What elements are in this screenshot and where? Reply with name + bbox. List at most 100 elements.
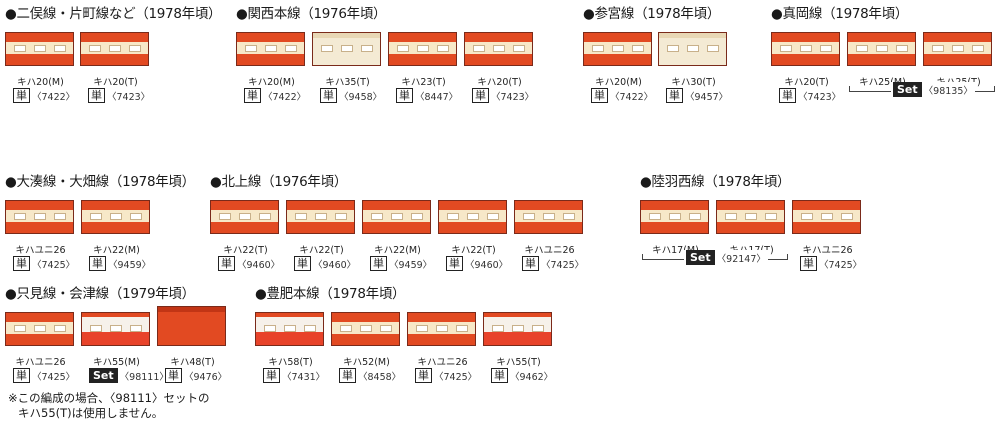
window-shape xyxy=(820,45,832,52)
window-shape xyxy=(563,213,575,220)
product-code: 〈7422〉 xyxy=(263,89,306,103)
group-title: ●大湊線・大畑線（1978年頃） xyxy=(5,170,195,190)
set-label: Set xyxy=(893,82,922,97)
car-name: キハユニ26 xyxy=(407,354,478,368)
window-shape xyxy=(821,213,833,220)
product-code: 〈7422〉 xyxy=(610,89,653,103)
train-icon xyxy=(5,200,74,234)
train-icon xyxy=(716,200,785,234)
tan-label: 単 xyxy=(396,88,413,103)
tan-label: 単 xyxy=(472,88,489,103)
tan-label: 単 xyxy=(320,88,337,103)
window-shape xyxy=(360,325,372,332)
train-icon xyxy=(483,312,552,346)
car-name: キハ55(T) xyxy=(483,354,554,368)
train-icon xyxy=(640,200,709,234)
product-code: 〈8447〉 xyxy=(415,89,458,103)
train-icon xyxy=(583,32,652,66)
car: キハ25(T) xyxy=(923,32,994,66)
window-shape xyxy=(417,45,429,52)
product-code: 〈9460〉 xyxy=(237,257,280,271)
window-shape xyxy=(397,45,409,52)
window-shape xyxy=(90,325,102,332)
window-shape xyxy=(285,45,297,52)
product-code: 〈98111〉 xyxy=(120,369,169,383)
tan-label: 単 xyxy=(522,256,539,271)
product-code: 〈7425〉 xyxy=(32,369,75,383)
window-shape xyxy=(321,45,333,52)
window-shape xyxy=(380,325,392,332)
group-kitakami: ●北上線（1976年頃） キハ22(T) 単〈9460〉 キハ22(T) 単〈9… xyxy=(210,170,595,270)
window-shape xyxy=(14,325,26,332)
window-shape xyxy=(34,325,46,332)
window-shape xyxy=(411,213,423,220)
window-shape xyxy=(447,213,459,220)
train-icon xyxy=(81,312,150,346)
car: キハ48(T) 単〈9476〉 xyxy=(157,312,228,346)
train-icon xyxy=(5,312,74,346)
single-badge: 単〈7422〉 xyxy=(13,88,75,103)
window-shape xyxy=(669,213,681,220)
train-icon xyxy=(792,200,861,234)
train-icon xyxy=(362,200,431,234)
tan-label: 単 xyxy=(89,256,106,271)
window-shape xyxy=(436,325,448,332)
window-shape xyxy=(612,45,624,52)
group-tadami: ●只見線・会津線（1979年頃） キハユニ26 単〈7425〉 キハ55(M) … xyxy=(5,282,245,382)
window-shape xyxy=(801,213,813,220)
product-code: 〈7422〉 xyxy=(32,89,75,103)
product-code: 〈9458〉 xyxy=(339,89,382,103)
tan-label: 単 xyxy=(415,368,432,383)
car-name: キハ22(T) xyxy=(438,242,509,256)
single-badge: 単〈7423〉 xyxy=(779,88,841,103)
train-icon xyxy=(255,312,324,346)
product-code: 〈7425〉 xyxy=(32,257,75,271)
product-code: 〈92147〉 xyxy=(717,251,766,265)
car-name: キハ52(M) xyxy=(331,354,402,368)
train-icon xyxy=(847,32,916,66)
product-code: 〈9459〉 xyxy=(108,257,151,271)
tan-label: 単 xyxy=(339,368,356,383)
footnote: ※この編成の場合、〈98111〉セットの キハ55(T)は使用しません。 xyxy=(8,391,209,421)
car-name: キハユニ26 xyxy=(5,354,76,368)
window-shape xyxy=(667,45,679,52)
window-shape xyxy=(391,213,403,220)
window-shape xyxy=(89,45,101,52)
train-icon xyxy=(923,32,992,66)
car-name: キハユニ26 xyxy=(792,242,863,256)
group-moka: ●真岡線（1978年頃） キハ20(T) 単〈7423〉 キハ25(M) キハ2… xyxy=(771,2,1000,102)
train-icon xyxy=(157,306,226,346)
train-icon xyxy=(658,32,727,66)
product-code: 〈9460〉 xyxy=(313,257,356,271)
product-code: 〈7425〉 xyxy=(819,257,862,271)
group-title: ●只見線・会津線（1979年頃） xyxy=(5,282,195,302)
tan-label: 単 xyxy=(13,256,30,271)
car: キハ20(M) 単〈7422〉 xyxy=(5,32,76,66)
single-badge: 単〈9460〉 xyxy=(446,256,508,271)
car: キハ58(T) 単〈7431〉 xyxy=(255,312,326,346)
set-label: Set xyxy=(686,250,715,265)
car: キハ22(M) 単〈9459〉 xyxy=(362,200,433,234)
window-shape xyxy=(130,325,142,332)
group-title: ●陸羽西線（1978年頃） xyxy=(640,170,790,190)
car: キハ35(T) 単〈9458〉 xyxy=(312,32,383,66)
train-icon xyxy=(286,200,355,234)
window-shape xyxy=(687,45,699,52)
car: キハ20(T) 単〈7423〉 xyxy=(771,32,842,66)
window-shape xyxy=(295,213,307,220)
window-shape xyxy=(341,45,353,52)
car-name: キハ20(T) xyxy=(464,74,535,88)
group-title: ●真岡線（1978年頃） xyxy=(771,2,908,22)
car-name: キハ22(M) xyxy=(81,242,152,256)
window-shape xyxy=(487,213,499,220)
window-shape xyxy=(841,213,853,220)
window-shape xyxy=(361,45,373,52)
car: キハユニ26 単〈7425〉 xyxy=(514,200,585,234)
window-shape xyxy=(109,45,121,52)
window-shape xyxy=(512,325,524,332)
product-code: 〈7431〉 xyxy=(282,369,325,383)
group-futamata: ●二俣線・片町線など（1978年頃） キハ20(M) 単〈7422〉 キハ20(… xyxy=(5,2,225,102)
window-shape xyxy=(952,45,964,52)
train-icon xyxy=(210,200,279,234)
window-shape xyxy=(473,45,485,52)
